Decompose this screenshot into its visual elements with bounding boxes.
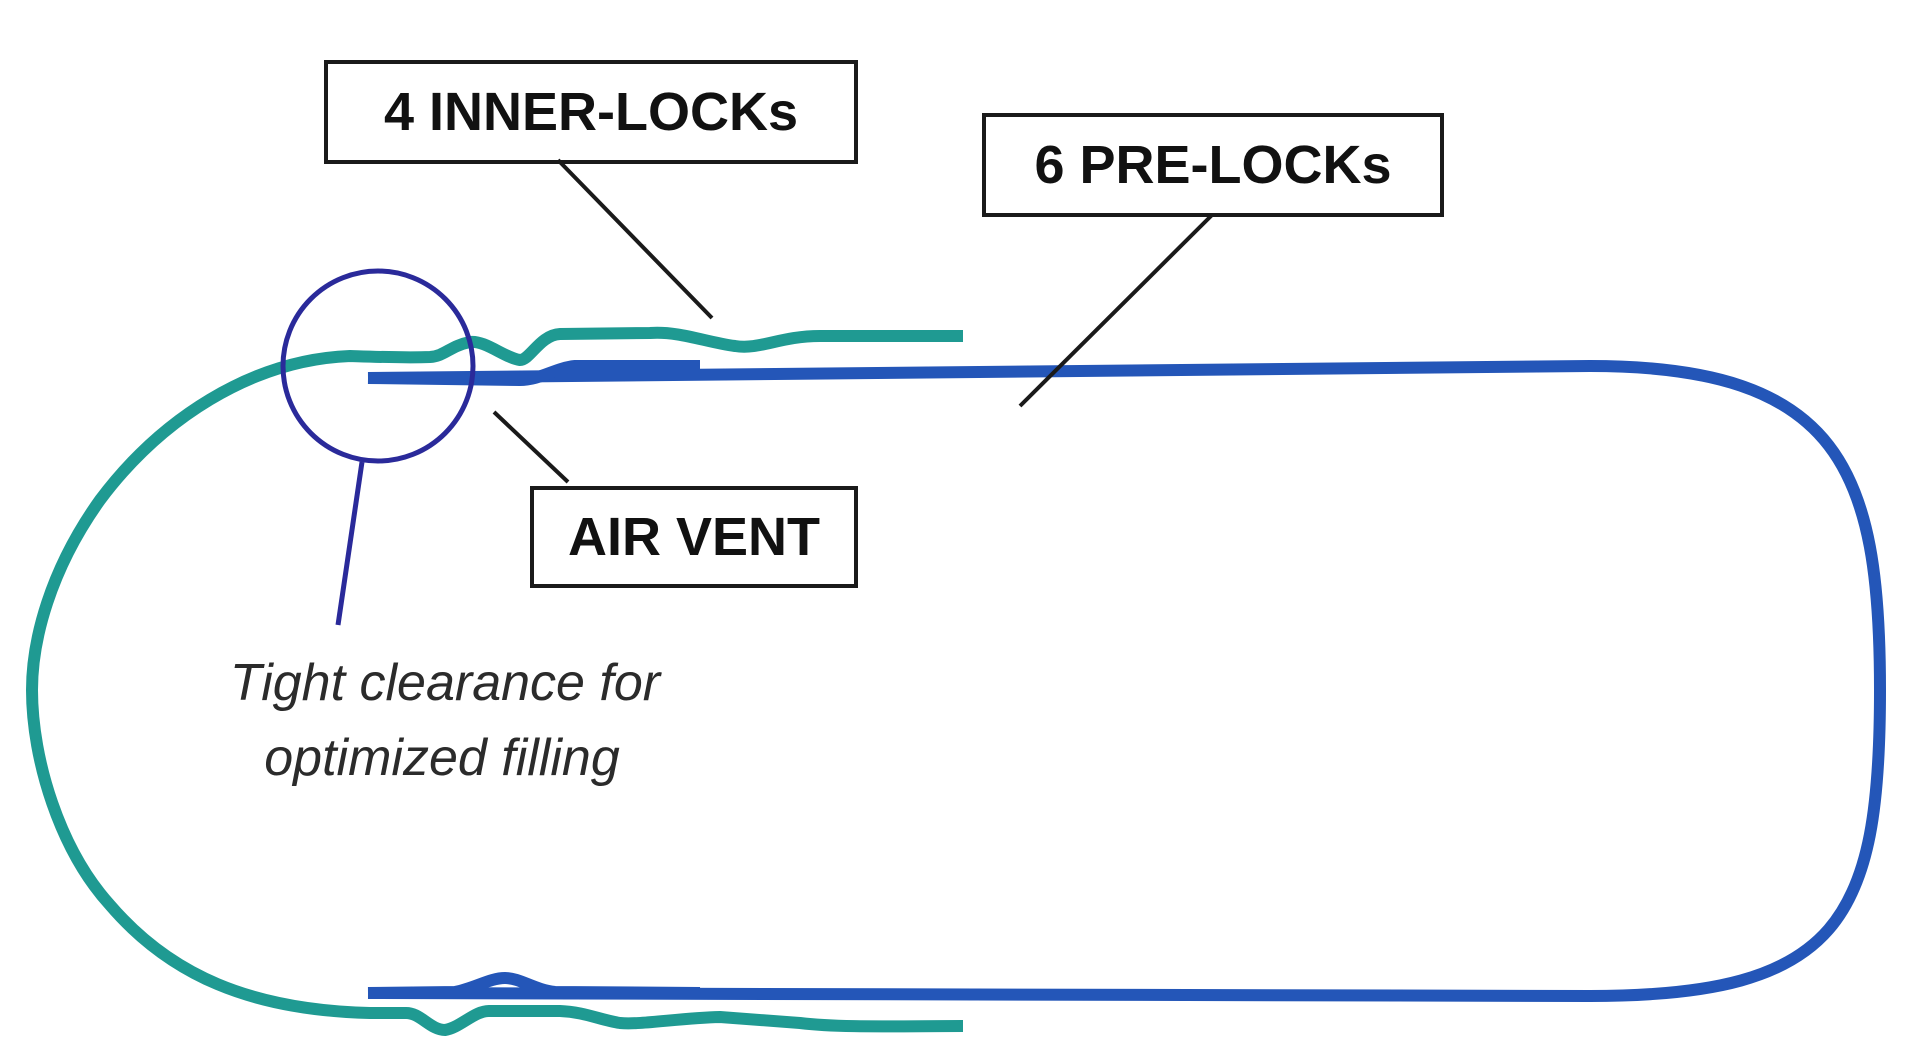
pre-locks-box <box>982 113 1444 217</box>
air-vent-label: AIR VENT <box>568 507 820 567</box>
air-vent-leader <box>492 410 570 484</box>
pre-locks-leader <box>1018 213 1214 408</box>
inner-locks-label: 4 INNER-LOCKs <box>384 82 798 142</box>
tight-clearance-circle <box>280 268 476 464</box>
outer-shell-bottom-bump <box>367 971 701 999</box>
pre-locks-label: 6 PRE-LOCKs <box>1034 135 1391 195</box>
note-leader-line <box>335 461 365 626</box>
inner-shell-path <box>26 326 964 1036</box>
inner-locks-leader <box>556 158 714 320</box>
outer-shell-flange <box>367 360 700 387</box>
inner-locks-box <box>324 60 858 164</box>
outer-shell-path <box>367 359 1887 1003</box>
note-line-1: Tight clearance for <box>230 654 663 712</box>
air-vent-box <box>530 486 858 588</box>
note-line-2: optimized filling <box>264 729 620 787</box>
